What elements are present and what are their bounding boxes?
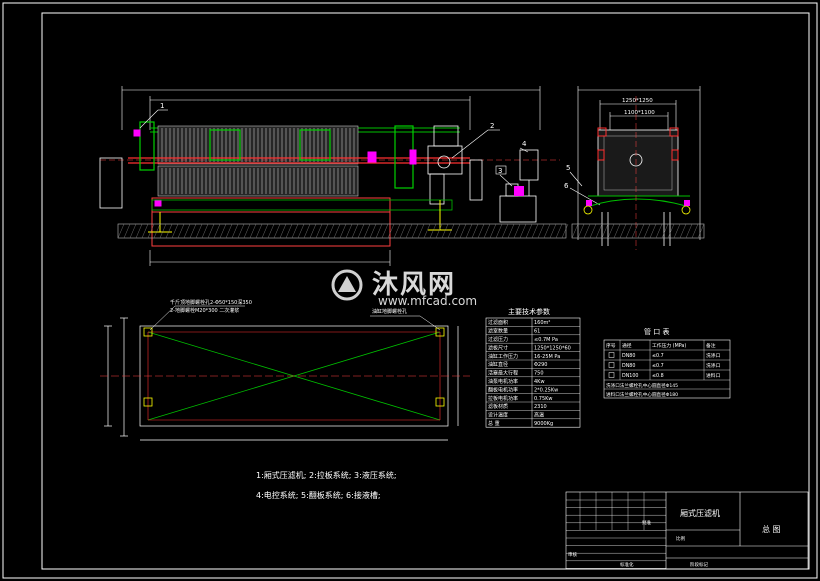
port-cell: ≤0.8 — [652, 373, 664, 379]
tech-param-label: 滤板材质 — [488, 403, 508, 410]
tech-spec-table: 过滤面积 160m² 滤室数量 61 过滤压力 ≤0.7M Pa 滤板尺寸 1250*1250… — [485, 317, 581, 428]
port-header: 通径 — [622, 342, 632, 349]
port-cell: ≤0.7 — [652, 353, 664, 359]
plan-note-3: 油缸地脚螺栓孔 — [372, 308, 407, 315]
tech-param-value: Φ290 — [534, 362, 547, 368]
callout-1: 1 — [160, 102, 164, 110]
tech-param-value: 9000Kg — [534, 421, 553, 427]
title-cell-stage: 阶段标记 — [690, 561, 708, 568]
side-elevation-view — [571, 86, 705, 250]
port-note: 洗涤口法兰螺栓孔中心圆直径Φ145 — [606, 382, 678, 389]
tech-param-value: 2*0.25Kw — [534, 387, 558, 393]
tech-param-value: 0.75Kw — [534, 396, 553, 402]
title-cell-approve: 批准 — [642, 519, 651, 526]
dim-label-inner: 1100*1100 — [624, 110, 655, 116]
title-cell-scale: 比例 — [676, 535, 685, 542]
port-header: 序号 — [606, 342, 616, 349]
watermark-text: 沐风网 — [372, 270, 457, 300]
tech-param-value: 4Kw — [534, 379, 545, 385]
front-elevation-view — [99, 86, 569, 266]
tech-param-label: 油泵电机功率 — [488, 378, 518, 385]
tech-param-label: 活塞最大行程 — [488, 370, 518, 377]
port-checkbox — [608, 362, 615, 368]
tech-param-value: 16-25M Pa — [534, 354, 560, 360]
port-table-title: 管 口 表 — [644, 327, 669, 336]
tech-param-label: 拉板电机功率 — [488, 395, 518, 402]
port-checkbox — [608, 352, 615, 358]
callout-6: 6 — [564, 182, 569, 190]
plan-view — [100, 305, 470, 441]
tech-param-label: 总 重 — [488, 420, 500, 427]
callout-4: 4 — [522, 140, 527, 148]
title-cell-review: 审核 — [568, 551, 577, 558]
port-header: 工作压力 (MPa) — [652, 342, 686, 349]
tech-param-label: 翻板电机功率 — [488, 386, 518, 393]
product-name: 厢式压滤机 — [680, 508, 720, 518]
callout-5: 5 — [566, 164, 570, 172]
callout-3: 3 — [498, 167, 502, 175]
tech-param-label: 油缸工作压力 — [488, 353, 518, 360]
tech-param-label: 滤室数量 — [488, 328, 508, 335]
plan-note-2: 2-地脚螺栓M20*300 二次灌浆 — [170, 307, 239, 314]
tech-table-title: 主要技术参数 — [508, 307, 550, 316]
dim-label-outer: 1250*1250 — [622, 98, 653, 104]
mfcad-logo-icon — [331, 269, 363, 301]
title-cell-standard: 标准化 — [620, 561, 634, 568]
port-note: 进料口法兰螺栓孔中心圆直径Φ180 — [606, 391, 678, 398]
port-cell: DN80 — [622, 363, 635, 369]
tech-param-value: 高温 — [534, 412, 544, 419]
component-legend-line-2: 4:电控系统; 5:翻板系统; 6:接液槽; — [256, 490, 381, 500]
tech-param-value: ≤0.7M Pa — [534, 337, 558, 343]
callout-leaders — [139, 109, 601, 206]
tech-param-label: 过滤面积 — [488, 319, 508, 326]
tech-param-label: 油缸直径 — [488, 361, 508, 368]
drawing-name: 总 图 — [762, 524, 781, 534]
port-checkbox — [608, 372, 615, 378]
tech-param-value: 61 — [534, 329, 540, 335]
plan-note-1: 千斤顶地脚螺栓孔2-Φ50*150深350 — [170, 299, 252, 306]
port-cell: 进料口 — [706, 372, 721, 379]
tech-param-value: 160m² — [534, 320, 550, 326]
tech-param-value: 1250*1250*60 — [534, 345, 571, 351]
component-legend-line-1: 1:厢式压滤机; 2:拉板系统; 3:液压系统; — [256, 470, 397, 480]
tech-param-label: 设计温度 — [488, 412, 508, 419]
port-table: 序号通径 工作压力 (MPa) 备注 DN80 ≤0.7 洗涤口 DN80 ≤0.7 洗涤口 DN… — [603, 339, 731, 399]
port-cell: DN100 — [622, 373, 638, 379]
tech-param-label: 过滤压力 — [488, 336, 508, 343]
tech-param-value: 750 — [534, 371, 544, 377]
port-cell: DN80 — [622, 353, 635, 359]
port-cell: ≤0.7 — [652, 363, 664, 369]
port-cell: 洗涤口 — [706, 362, 721, 369]
callout-2: 2 — [490, 122, 494, 130]
watermark-url: www.mfcad.com — [378, 294, 478, 308]
tech-param-label: 滤板尺寸 — [488, 344, 508, 351]
tech-param-value: 2310 — [534, 404, 547, 410]
port-cell: 洗涤口 — [706, 352, 721, 359]
port-header: 备注 — [706, 342, 716, 349]
